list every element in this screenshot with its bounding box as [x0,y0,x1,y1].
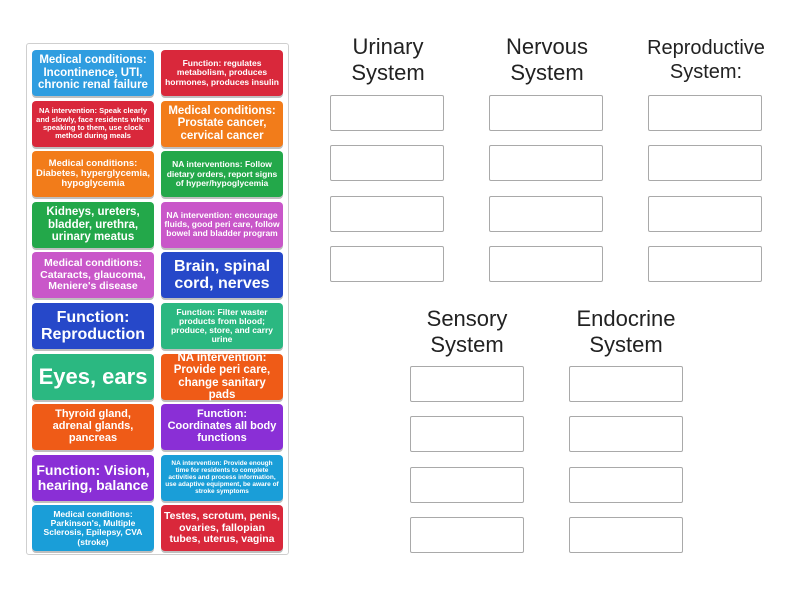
draggable-tile[interactable]: Function: Filter waster products from bl… [161,303,283,349]
tile-text: Brain, spinal cord, nerves [173,258,271,293]
drop-slot[interactable] [330,145,444,182]
tile-text: Eyes, ears [38,363,148,389]
draggable-tile[interactable]: Brain, spinal cord, nerves [161,252,283,299]
drop-slot[interactable] [489,195,603,232]
drop-slot[interactable] [569,466,683,503]
tile-text: Medical conditions: Parkinson's, Multipl… [43,509,143,547]
tile-text: Medical conditions: Diabetes, hyperglyce… [35,157,151,190]
category-heading: Nervous System [506,34,588,85]
drop-slot[interactable] [648,145,762,182]
draggable-tile[interactable]: Function: Reproduction [32,303,154,349]
tile-text: Testes, scrotum, penis, ovaries, fallopi… [164,510,280,546]
category-heading: Reproductive System: [647,37,765,83]
tile-text: NA intervention: Provide peri care, chan… [173,351,271,401]
draggable-tile[interactable]: Function: Coordinates all body functions [161,404,283,451]
draggable-tile[interactable]: Thyroid gland, adrenal glands, pancreas [32,404,154,451]
draggable-tile[interactable]: NA intervention: Speak clearly and slowl… [32,100,154,147]
draggable-tile[interactable]: NA intervention: Provide enough time for… [161,454,283,501]
tile-text: Function: regulates metabolism, produces… [165,58,279,87]
drop-slot[interactable] [569,516,683,553]
draggable-tile[interactable]: NA intervention: encourage fluids, good … [161,201,283,248]
drop-slot[interactable] [648,95,762,131]
drop-slot[interactable] [648,195,762,232]
drop-slot[interactable] [410,466,524,503]
drop-slot[interactable] [489,95,603,131]
drop-slot[interactable] [410,416,524,453]
tile-text: NA intervention: Speak clearly and slowl… [36,106,150,140]
draggable-tile[interactable]: Testes, scrotum, penis, ovaries, fallopi… [161,505,283,552]
tile-text: Kidneys, ureters, bladder, urethra, urin… [46,206,140,243]
drop-slot[interactable] [489,145,603,182]
drop-slot[interactable] [330,95,444,131]
tile-text: Medical conditions: Prostate cancer, cer… [168,104,276,142]
tile-text: Medical conditions: Cataracts, glaucoma,… [40,257,146,293]
tile-text: Function: Reproduction [41,308,145,343]
drop-slot[interactable] [410,366,524,402]
category-heading: Endocrine System [576,306,676,357]
draggable-tile[interactable]: Kidneys, ureters, bladder, urethra, urin… [32,201,154,248]
tile-text: NA interventions: Follow dietary orders,… [166,159,278,188]
drop-slot[interactable] [569,366,683,402]
draggable-tile[interactable]: NA interventions: Follow dietary orders,… [161,151,283,198]
tile-text: Function: Coordinates all body functions [167,408,277,445]
category-heading: Urinary System [351,34,425,85]
draggable-tile[interactable]: Function: regulates metabolism, produces… [161,50,283,96]
drop-slot[interactable] [410,516,524,553]
tile-text: Medical conditions: Incontinence, UTI, c… [38,54,148,92]
tile-text: Function: Filter waster products from bl… [170,306,274,345]
draggable-tile[interactable]: NA intervention: Provide peri care, chan… [161,351,283,401]
drop-slot[interactable] [648,245,762,282]
draggable-tile[interactable]: Medical conditions: Incontinence, UTI, c… [32,50,154,96]
draggable-tile[interactable]: Medical conditions: Cataracts, glaucoma,… [32,252,154,299]
drop-slot[interactable] [330,195,444,232]
draggable-tile[interactable]: Medical conditions: Prostate cancer, cer… [161,100,283,147]
tile-text: Thyroid gland, adrenal glands, pancreas [52,408,134,445]
draggable-tile[interactable]: Function: Vision, hearing, balance [32,454,154,501]
drop-slot[interactable] [330,245,444,282]
category-heading: Sensory System [426,306,508,357]
tile-text: Function: Vision, hearing, balance [36,461,150,493]
drop-slot[interactable] [489,245,603,282]
drop-slot[interactable] [569,416,683,453]
draggable-tile[interactable]: Medical conditions: Parkinson's, Multipl… [32,505,154,552]
tile-text: NA intervention: Provide enough time for… [165,460,279,496]
draggable-tile[interactable]: Eyes, ears [32,353,154,400]
tile-text: NA intervention: encourage fluids, good … [164,210,280,239]
draggable-tile[interactable]: Medical conditions: Diabetes, hyperglyce… [32,151,154,198]
